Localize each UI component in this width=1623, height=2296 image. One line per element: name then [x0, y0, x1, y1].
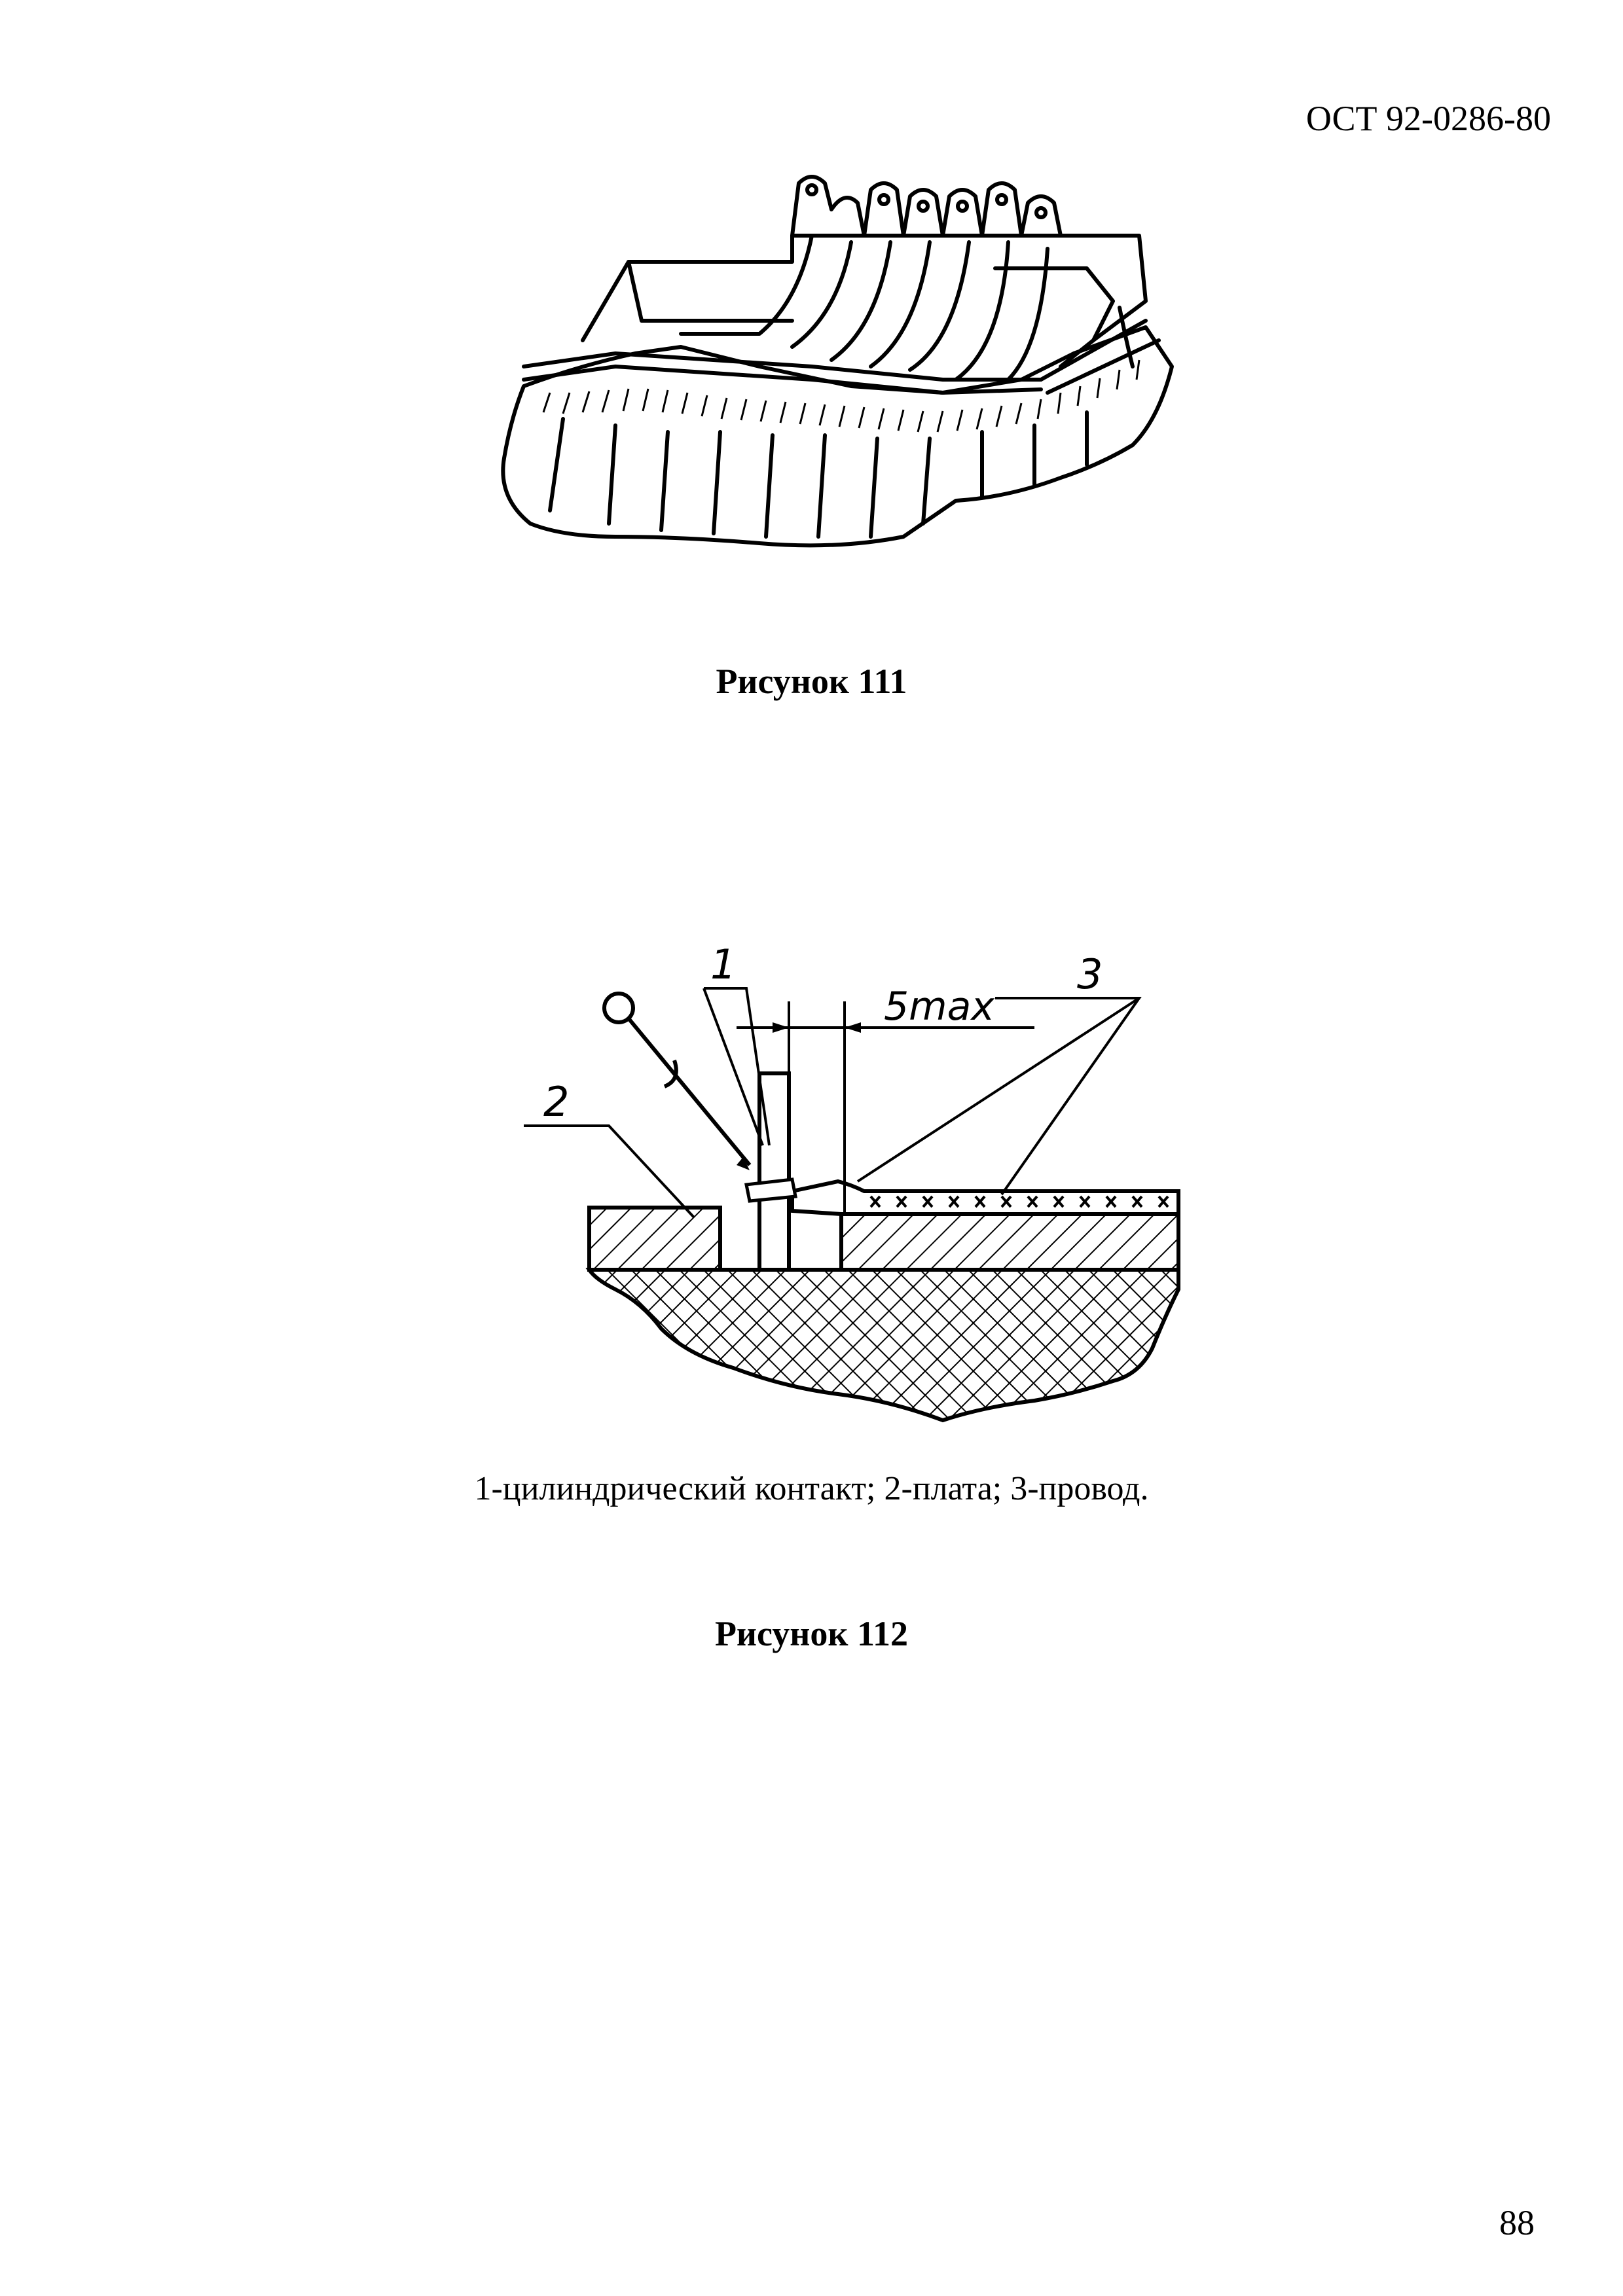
figure-112-drawing: 5max 1 2 3 [524, 941, 1180, 1423]
soldering-iron-icon [602, 992, 635, 1024]
label-1: 1 [710, 941, 736, 988]
page-number: 88 [1499, 2203, 1535, 2242]
board-right [839, 1212, 1180, 1272]
dimension-label: 5max [884, 984, 994, 1030]
figure-112-legend: 1-цилиндрический контакт; 2-плата; 3-про… [474, 1470, 1149, 1507]
label-2: 2 [543, 1078, 569, 1126]
figure-111-drawing [501, 175, 1174, 548]
figure-112-caption: Рисунок 112 [714, 1614, 909, 1653]
wire [790, 1179, 1180, 1216]
board-left [587, 1206, 722, 1272]
document-code: ОСТ 92-0286-80 [1305, 99, 1551, 138]
label-3: 3 [1077, 950, 1103, 998]
substrate [585, 1268, 1180, 1423]
figure-111-caption: Рисунок 111 [716, 662, 907, 701]
